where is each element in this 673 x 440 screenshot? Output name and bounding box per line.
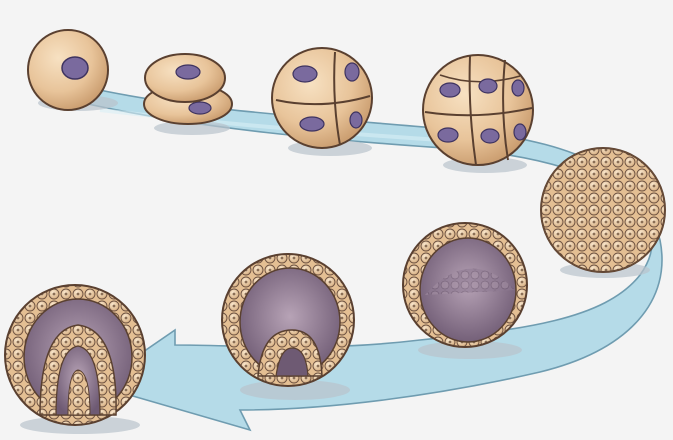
embryo-development-diagram	[0, 0, 673, 440]
